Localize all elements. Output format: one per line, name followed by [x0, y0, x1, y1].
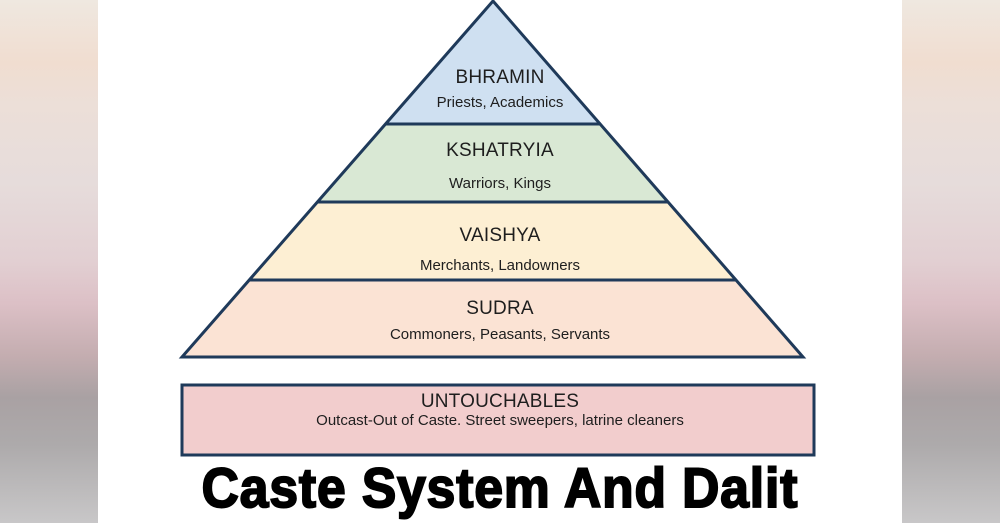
tier-sudra-subtitle: Commoners, Peasants, Servants: [389, 326, 611, 343]
blurred-side-panel-right: [902, 0, 1000, 523]
tier-kshatryia-shape: [318, 124, 668, 202]
untouchables-subtitle: Outcast-Out of Caste. Street sweepers, l…: [316, 412, 684, 429]
untouchables-title: UNTOUCHABLES: [420, 391, 580, 412]
tier-bhramin-shape: [385, 1, 601, 124]
tier-vaishya-shape: [250, 202, 736, 280]
tier-vaishya-subtitle: Merchants, Landowners: [419, 257, 581, 274]
tier-vaishya-title: VAISHYA: [459, 225, 541, 246]
tier-sudra-shape: [182, 280, 803, 357]
page-title: Caste System And Dalit: [201, 455, 799, 520]
tier-kshatryia-title: KSHATRYIA: [446, 140, 554, 161]
tier-kshatryia-subtitle: Warriors, Kings: [449, 175, 551, 192]
untouchables-box: [180, 383, 816, 457]
tier-bhramin-subtitle: Priests, Academics: [436, 94, 564, 111]
tier-bhramin-title: BHRAMIN: [455, 67, 545, 88]
tier-sudra-title: SUDRA: [466, 298, 534, 319]
blurred-side-panel-left: [0, 0, 98, 523]
